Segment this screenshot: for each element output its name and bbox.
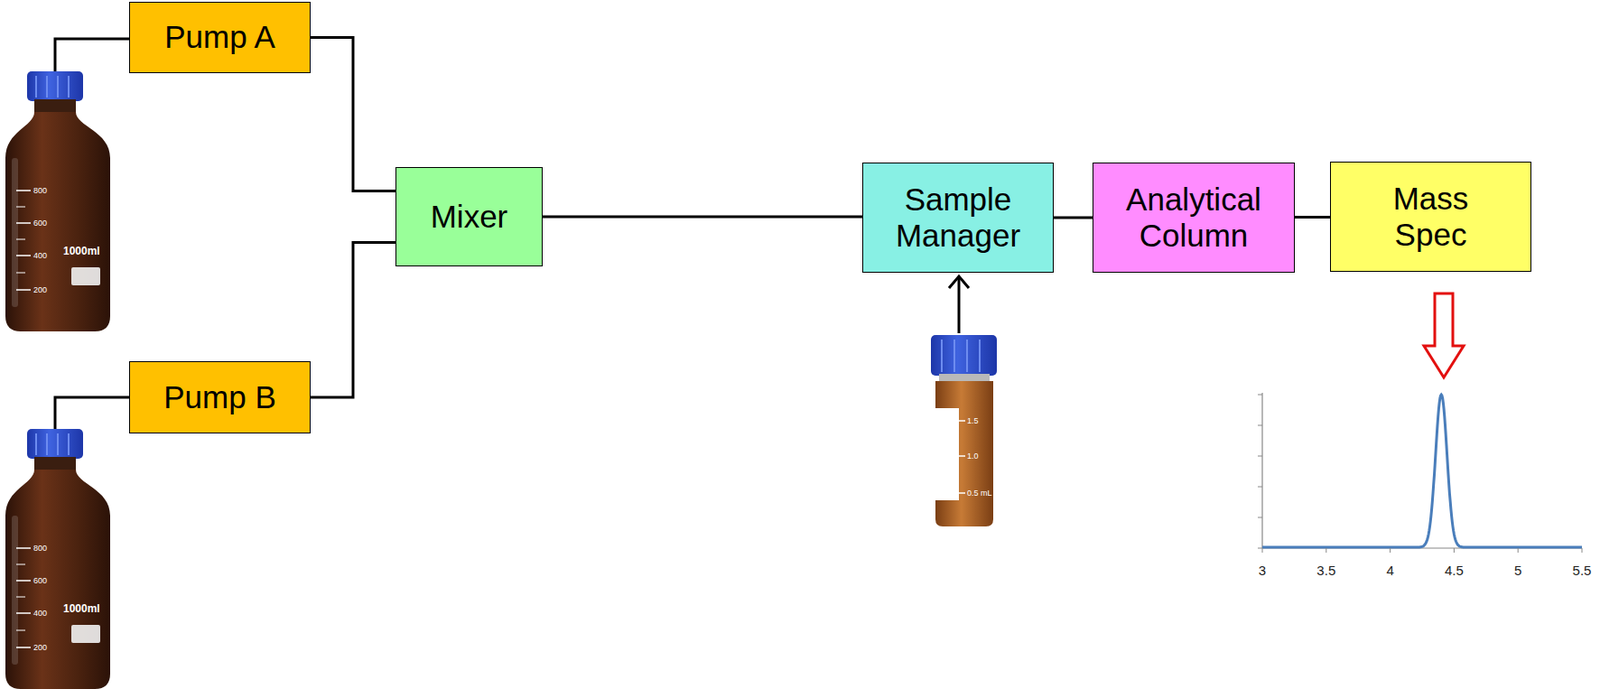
vial-graduation: 0.5 mL — [967, 489, 993, 498]
chromatogram — [1257, 392, 1582, 553]
sample-vial — [930, 334, 997, 527]
axis-tick-label: 4 — [1386, 563, 1394, 577]
axis-tick-label: 5 — [1514, 563, 1522, 577]
tubing-line — [55, 38, 130, 72]
vial-graduation: 1.0 — [967, 452, 979, 461]
detector-arrow — [1423, 293, 1464, 378]
bottle-graduation: 400 — [33, 609, 47, 618]
process-box: Pump B — [129, 361, 311, 434]
bottle-graduation: 200 — [33, 643, 47, 652]
process-box: Sample Manager — [862, 162, 1054, 273]
process-box: Mass Spec — [1330, 161, 1532, 272]
process-box: Analytical Column — [1092, 162, 1295, 273]
box-label: Mass Spec — [1376, 180, 1486, 254]
bottle-graduation: 800 — [33, 544, 47, 553]
tubing-connector — [542, 215, 863, 219]
vial-graduation: 1.5 — [967, 417, 979, 426]
box-label: Mixer — [430, 198, 509, 235]
axis-tick-label: 4.5 — [1444, 563, 1464, 577]
bottle-graduation: 800 — [33, 186, 47, 196]
axis-tick-label: 3.5 — [1316, 563, 1336, 577]
solvent-bottle — [5, 428, 111, 689]
process-box: Mixer — [395, 167, 543, 267]
bottle-graduation: 600 — [33, 219, 47, 228]
tubing-line — [55, 397, 130, 429]
tubing-connector — [1294, 215, 1331, 219]
bottle-graduation: 200 — [33, 286, 47, 295]
box-label: Pump A — [164, 18, 276, 56]
axis-tick-label: 3 — [1258, 563, 1266, 577]
box-label: Pump B — [163, 379, 277, 416]
solvent-bottle — [5, 71, 111, 332]
bottle-volume: 1000ml — [63, 245, 101, 257]
box-label: Sample Manager — [872, 181, 1044, 255]
bottle-graduation: 600 — [33, 576, 47, 586]
injection-arrow — [948, 276, 969, 334]
bottle-graduation: 400 — [33, 251, 47, 261]
process-box: Pump A — [129, 1, 311, 74]
tubing-connector — [310, 37, 396, 192]
bottle-volume: 1000ml — [63, 603, 101, 614]
tubing-connector — [310, 242, 396, 398]
chromatogram-peak — [1262, 394, 1582, 548]
axis-tick-label: 5.5 — [1572, 563, 1592, 577]
box-label: Analytical Column — [1103, 181, 1284, 255]
tubing-connector — [1053, 216, 1093, 220]
